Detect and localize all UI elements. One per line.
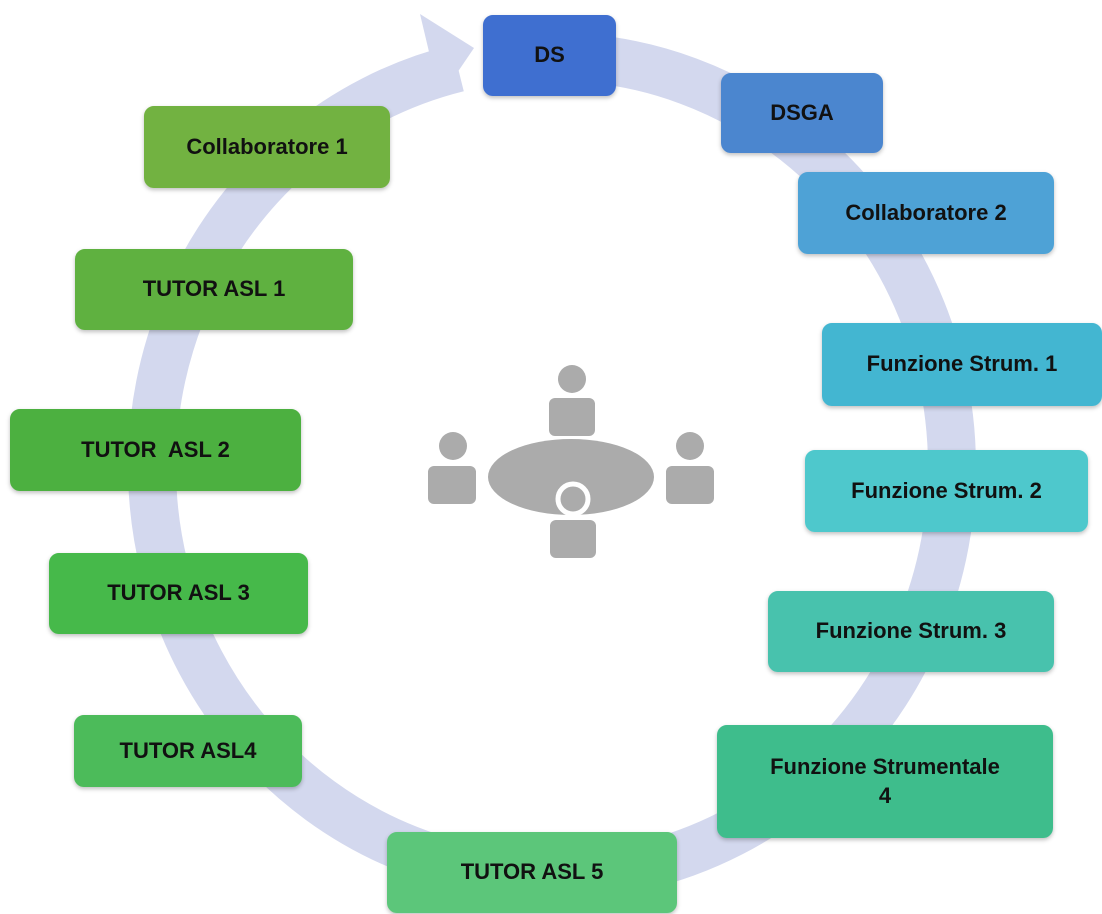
node-tutor-asl-3[interactable]: TUTOR ASL 3 <box>49 553 308 634</box>
node-tutor-asl4-label: TUTOR ASL4 <box>119 737 257 763</box>
cycle-arrowhead-icon <box>420 14 474 98</box>
node-tutor-asl-3-label: TUTOR ASL 3 <box>107 580 250 606</box>
node-collaboratore-1-label: Collaboratore 1 <box>186 133 348 159</box>
node-ds[interactable]: DS <box>483 15 616 96</box>
node-tutor-asl4[interactable]: TUTOR ASL4 <box>74 715 302 787</box>
person-bottom-body <box>550 520 596 558</box>
node-tutor-asl-5[interactable]: TUTOR ASL 5 <box>387 832 677 913</box>
node-tutor-asl-2[interactable]: TUTOR ASL 2 <box>10 409 301 491</box>
meeting-table-people-icon <box>428 365 714 558</box>
person-left-body <box>428 466 476 504</box>
node-collaboratore-2[interactable]: Collaboratore 2 <box>798 172 1054 254</box>
person-top-head <box>558 365 586 393</box>
person-top-body <box>549 398 595 436</box>
person-bottom-head <box>555 481 591 517</box>
person-right-head <box>676 432 704 460</box>
node-funzione-strum-1[interactable]: Funzione Strum. 1 <box>822 323 1102 406</box>
node-tutor-asl-1[interactable]: TUTOR ASL 1 <box>75 249 353 330</box>
person-left-head <box>439 432 467 460</box>
meeting-table <box>488 439 654 515</box>
node-funzione-strum-1-label: Funzione Strum. 1 <box>866 351 1058 377</box>
node-collaboratore-2-label: Collaboratore 2 <box>845 199 1007 225</box>
node-funzione-strumentale-4[interactable]: Funzione Strumentale 4 <box>717 725 1053 838</box>
node-funzione-strum-3-label: Funzione Strum. 3 <box>815 618 1007 644</box>
node-funzione-strum-3[interactable]: Funzione Strum. 3 <box>768 591 1054 672</box>
node-tutor-asl-1-label: TUTOR ASL 1 <box>142 276 286 302</box>
node-tutor-asl-5-label: TUTOR ASL 5 <box>460 859 604 885</box>
node-ds-label: DS <box>534 42 565 68</box>
node-dsga-label: DSGA <box>770 99 834 125</box>
node-funzione-strumentale-4-label: Funzione Strumentale 4 <box>770 753 1000 808</box>
node-funzione-strum-2-label: Funzione Strum. 2 <box>851 477 1042 503</box>
node-dsga[interactable]: DSGA <box>721 73 883 153</box>
node-funzione-strum-2[interactable]: Funzione Strum. 2 <box>805 450 1088 532</box>
node-tutor-asl-2-label: TUTOR ASL 2 <box>81 436 230 462</box>
node-collaboratore-1[interactable]: Collaboratore 1 <box>144 106 390 188</box>
person-right-body <box>666 466 714 504</box>
